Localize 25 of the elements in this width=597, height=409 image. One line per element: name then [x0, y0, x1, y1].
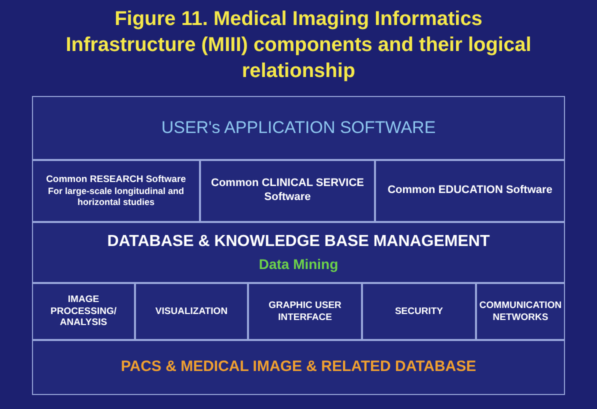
component-box — [32, 222, 565, 283]
component-box — [375, 160, 565, 222]
component-box — [32, 160, 200, 222]
component-box — [32, 96, 565, 160]
component-label: DATABASE & KNOWLEDGE BASE MANAGEMENT — [107, 232, 490, 252]
component-box — [200, 160, 375, 222]
component-box — [32, 340, 565, 395]
component-label: COMMUNICATION NETWORKS — [479, 300, 562, 324]
component-box — [476, 283, 565, 340]
component-label: SECURITY — [394, 306, 444, 318]
component-box — [32, 283, 135, 340]
component-label: Common CLINICAL SERVICE Software — [210, 177, 365, 205]
component-note: For large-scale longitudinal and horizontal studies — [46, 186, 186, 208]
title: Figure 11. Medical Imaging Informatics Infrastructure (MIII) components and their logical relationship — [64, 7, 532, 84]
component-label: USER's APPLICATION SOFTWARE — [161, 117, 436, 139]
component-label: GRAPHIC USER INTERFACE — [268, 300, 342, 324]
component-box — [248, 283, 362, 340]
component-label: Common EDUCATION Software — [388, 184, 552, 198]
component-label: Common RESEARCH Software — [46, 174, 186, 186]
component-box — [362, 283, 476, 340]
component-note: Data Mining — [258, 256, 338, 274]
component-label: IMAGE PROCESSING/ ANALYSIS — [50, 294, 118, 330]
component-box — [135, 283, 248, 340]
component-label: PACS & MEDICAL IMAGE & RELATED DATABASE — [120, 358, 476, 377]
component-label: VISUALIZATION — [155, 306, 228, 318]
